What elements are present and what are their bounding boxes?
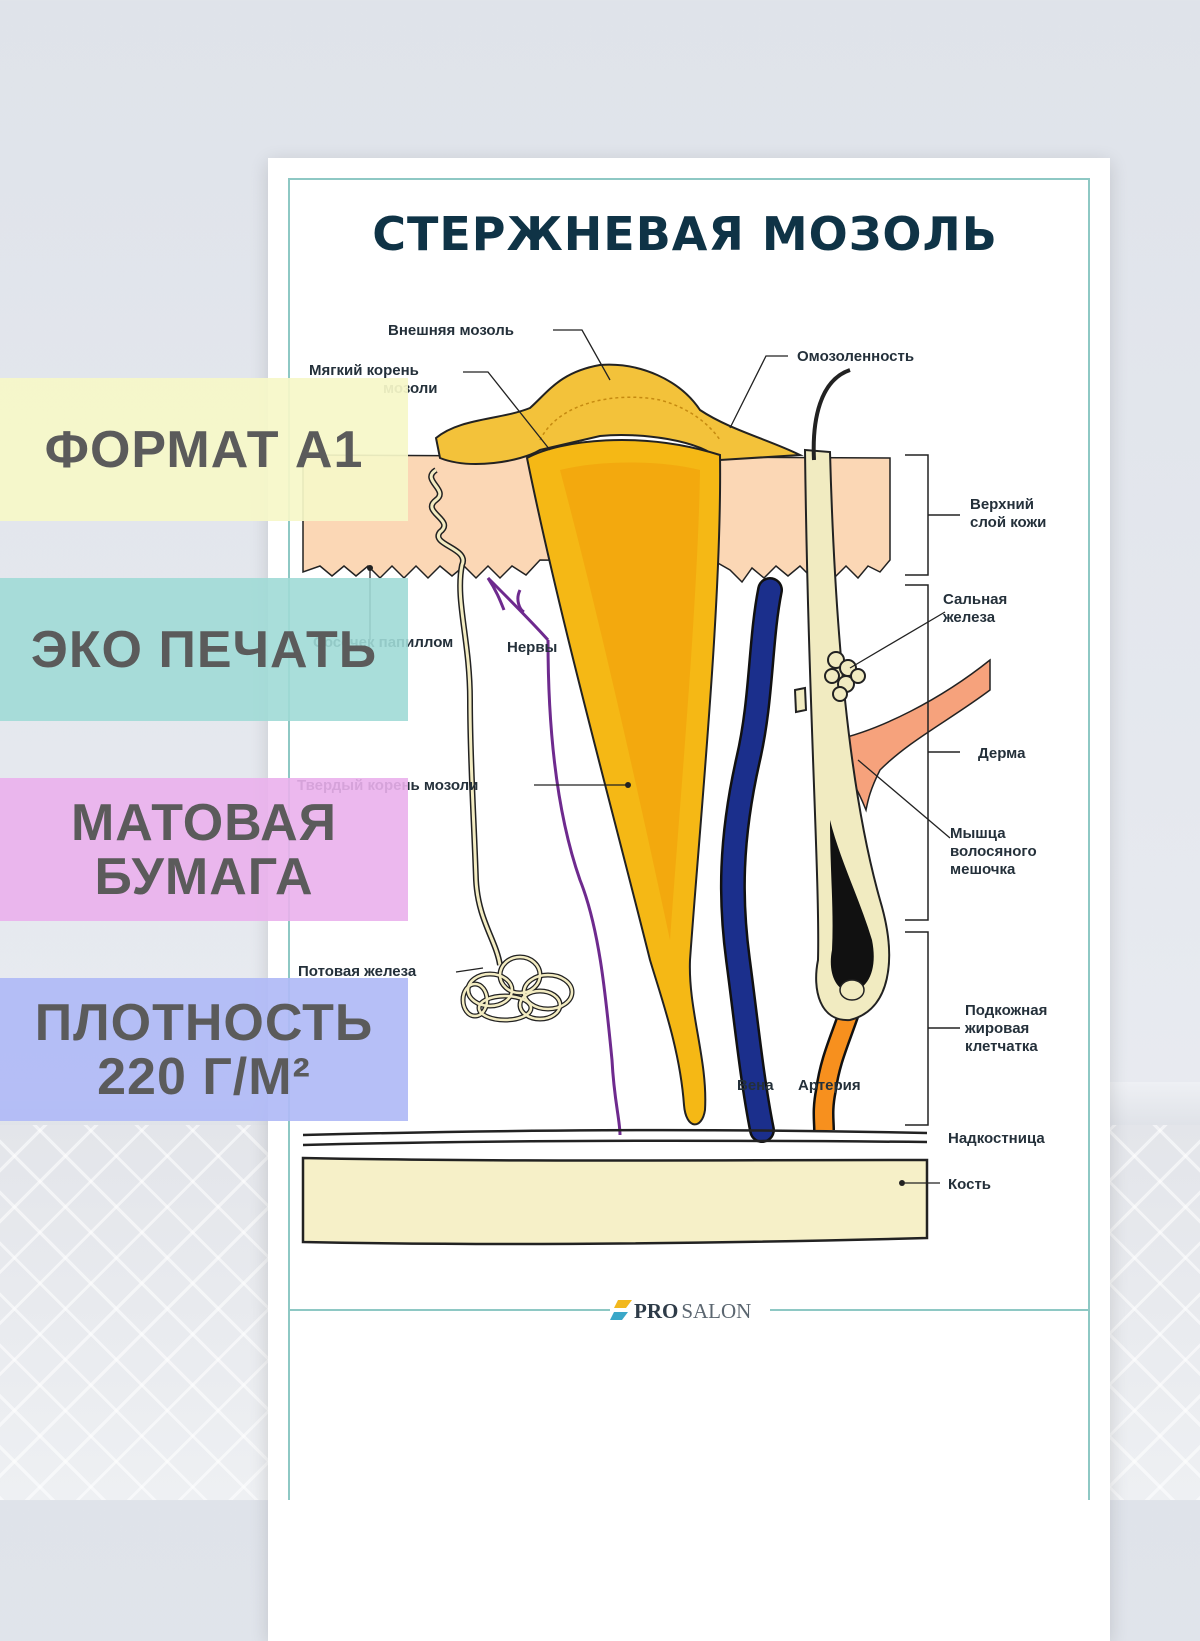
- brand-salon: SALON: [681, 1299, 751, 1323]
- label-vein: Вена: [737, 1077, 774, 1094]
- badge-matte-line2: БУМАГА: [94, 847, 314, 906]
- bone: [301, 1156, 929, 1246]
- badge-density-line1: ПЛОТНОСТЬ: [34, 993, 374, 1052]
- label-muscle-3: мешочка: [950, 861, 1016, 878]
- label-artery: Артерия: [798, 1077, 861, 1094]
- label-sebaceous-2: железа: [942, 609, 996, 626]
- label-soft-root-1: Мягкий корень: [309, 362, 419, 379]
- label-outer-callus: Внешняя мозоль: [388, 322, 514, 339]
- outer-callus: [434, 363, 804, 465]
- badge-eco-text: ЭКО ПЕЧАТЬ: [30, 620, 378, 679]
- hair-muscle: [834, 658, 991, 813]
- label-muscle-2: волосяного: [950, 843, 1037, 860]
- label-muscle-1: Мышца: [950, 825, 1006, 842]
- label-nerves: Нервы: [507, 639, 557, 656]
- label-upper-skin-1: Верхний: [970, 496, 1034, 513]
- poster-title: СТЕРЖНЕВАЯ МОЗОЛЬ: [372, 207, 998, 261]
- label-sebaceous-1: Сальная: [943, 591, 1007, 608]
- badge-format: ФОРМАТ A1: [0, 378, 408, 521]
- label-periosteum: Надкостница: [948, 1130, 1045, 1147]
- label-subcutaneous-1: Подкожная: [965, 1002, 1047, 1019]
- badge-density: ПЛОТНОСТЬ 220 Г/М²: [0, 978, 408, 1121]
- badge-eco: ЭКО ПЕЧАТЬ: [0, 578, 408, 721]
- label-keratosis: Омозоленность: [797, 348, 914, 365]
- poster-diagram: СТЕРЖНЕВАЯ МОЗОЛЬ: [288, 178, 1090, 1500]
- badge-matte: МАТОВАЯ БУМАГА: [0, 778, 408, 921]
- badge-format-text: ФОРМАТ A1: [44, 420, 364, 479]
- sebaceous-gland: [793, 651, 866, 714]
- hair-shaft: [811, 368, 851, 461]
- badge-matte-line1: МАТОВАЯ: [70, 793, 338, 852]
- label-bone: Кость: [948, 1176, 991, 1193]
- brand-pro: PRO: [634, 1299, 678, 1323]
- brand-logo-icon: [610, 1300, 632, 1320]
- layer-brackets: [905, 454, 960, 1126]
- label-upper-skin-2: слой кожи: [970, 514, 1046, 531]
- periosteum: [302, 1128, 928, 1137]
- label-sweat-gland: Потовая железа: [298, 963, 417, 980]
- label-subcutaneous-3: клетчатка: [965, 1038, 1038, 1055]
- label-dermis: Дерма: [978, 745, 1026, 762]
- label-subcutaneous-2: жировая: [964, 1020, 1029, 1037]
- badge-density-line2: 220 Г/М²: [97, 1047, 311, 1106]
